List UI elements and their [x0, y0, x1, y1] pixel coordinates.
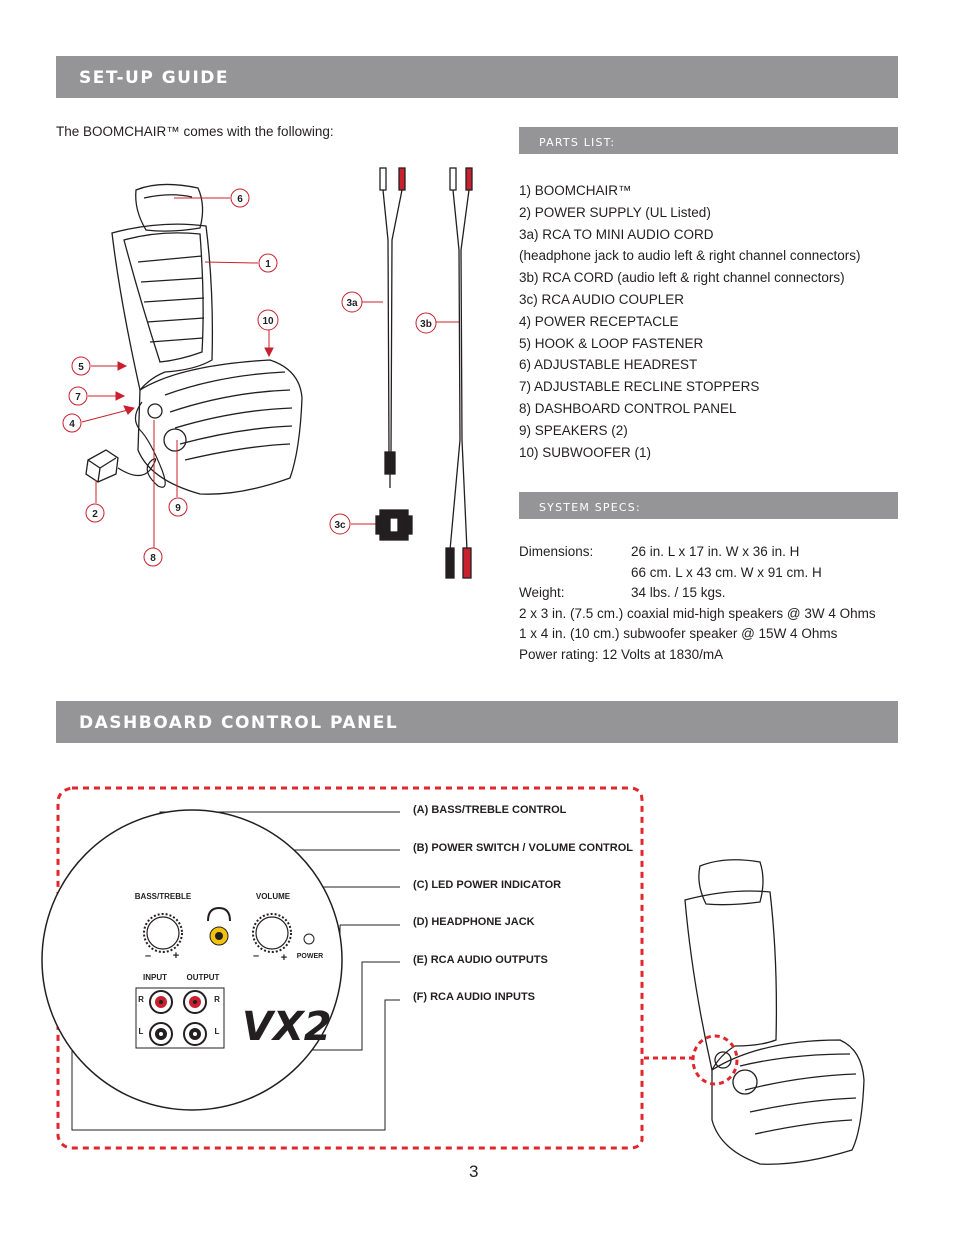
- label-headphone-jack: (D) HEADPHONE JACK: [413, 916, 535, 928]
- output-label: OUTPUT: [187, 973, 220, 982]
- callout-3b: 3b: [420, 319, 432, 330]
- parts-list-item: 4) POWER RECEPTACLE: [519, 313, 679, 329]
- system-specs-heading: SYSTEM SPECS:: [519, 492, 898, 519]
- panel-highlight-frame: [56, 786, 644, 1150]
- label-led-power-indicator: (C) LED POWER INDICATOR: [413, 879, 561, 891]
- parts-list-item: 8) DASHBOARD CONTROL PANEL: [519, 400, 737, 416]
- volume-plus: +: [281, 952, 287, 964]
- page-number: 3: [469, 1162, 479, 1181]
- output-r-label: R: [214, 995, 220, 1004]
- parts-list-item: 7) ADJUSTABLE RECLINE STOPPERS: [519, 379, 760, 395]
- rca-input-l-jack[interactable]: [149, 1022, 173, 1046]
- weight-value: 34 lbs. / 15 kgs.: [631, 585, 726, 600]
- parts-list-item: 5) HOOK & LOOP FASTENER: [519, 335, 704, 351]
- dashboard-location-highlight: [691, 1034, 739, 1086]
- setup-guide-banner: SET-UP GUIDE: [56, 56, 898, 98]
- callout-3c: 3c: [334, 520, 346, 531]
- weight-label: Weight:: [519, 585, 565, 600]
- label-rca-audio-outputs: (E) RCA AUDIO OUTPUTS: [413, 954, 548, 966]
- parts-list-item: 3b) RCA CORD (audio left & right channel…: [519, 270, 845, 286]
- intro-text: The BOOMCHAIR™ comes with the following:: [56, 124, 334, 139]
- parts-list-item: 9) SPEAKERS (2): [519, 422, 628, 438]
- bass-treble-label: BASS/TREBLE: [135, 892, 192, 901]
- dimensions-cm: 66 cm. L x 43 cm. W x 91 cm. H: [631, 564, 822, 580]
- callout-3a: 3a: [346, 298, 358, 309]
- callout-5: 5: [78, 362, 84, 373]
- callout-6: 6: [237, 194, 243, 205]
- speaker-spec: 2 x 3 in. (7.5 cm.) coaxial mid-high spe…: [519, 605, 876, 621]
- power-label: POWER: [297, 953, 323, 960]
- rca-jack-group: [135, 987, 225, 1049]
- output-l-label: L: [215, 1027, 220, 1036]
- label-power-volume-control: (B) POWER SWITCH / VOLUME CONTROL: [413, 842, 633, 854]
- chair-thumbnail: [684, 859, 865, 1165]
- dashboard-banner: DASHBOARD CONTROL PANEL: [56, 701, 898, 743]
- callout-4: 4: [69, 419, 75, 430]
- bass-treble-knob[interactable]: [143, 913, 183, 953]
- parts-list: 1) BOOMCHAIR™ 2) POWER SUPPLY (UL Listed…: [519, 180, 860, 463]
- rca-cords-illustration: [375, 167, 473, 579]
- callout-10: 10: [262, 316, 274, 327]
- parts-list-item: 1) BOOMCHAIR™: [519, 183, 632, 198]
- parts-list-item: 10) SUBWOOFER (1): [519, 444, 652, 460]
- headphone-jack[interactable]: [207, 906, 231, 946]
- rca-input-r-jack[interactable]: [149, 990, 173, 1014]
- volume-label: VOLUME: [256, 892, 291, 901]
- bass-plus: +: [173, 950, 179, 962]
- dimensions-label: Dimensions:: [519, 544, 594, 559]
- parts-list-heading: PARTS LIST:: [519, 127, 898, 154]
- subwoofer-spec: 1 x 4 in. (10 cm.) subwoofer speaker @ 1…: [519, 626, 838, 641]
- svg-text:VX2: VX2: [242, 1004, 332, 1050]
- label-rca-audio-inputs: (F) RCA AUDIO INPUTS: [413, 991, 535, 1003]
- volume-minus: –: [253, 950, 259, 962]
- dimensions-inches: 26 in. L x 17 in. W x 36 in. H: [631, 544, 800, 559]
- bass-minus: –: [145, 950, 151, 962]
- input-label: INPUT: [143, 973, 167, 982]
- callout-8: 8: [150, 553, 156, 564]
- vx2-logo: VX2: [242, 1004, 332, 1050]
- parts-list-item: 6) ADJUSTABLE HEADREST: [519, 357, 698, 373]
- parts-list-item: (headphone jack to audio left & right ch…: [519, 248, 861, 264]
- input-l-label: L: [139, 1027, 144, 1036]
- callout-circles: [62, 188, 437, 567]
- rca-output-l-jack[interactable]: [183, 1022, 207, 1046]
- callout-leaders: [81, 197, 460, 548]
- boomchair-illustration: [85, 183, 303, 495]
- rca-output-r-jack[interactable]: [183, 990, 207, 1014]
- callout-2: 2: [92, 509, 98, 520]
- power-spec: Power rating: 12 Volts at 1830/mA: [519, 646, 724, 662]
- callout-9: 9: [175, 503, 181, 514]
- led-power-indicator: [303, 933, 315, 945]
- parts-list-item: 2) POWER SUPPLY (UL Listed): [519, 204, 711, 220]
- control-panel-face: [41, 809, 343, 1111]
- system-specs: Dimensions: 26 in. L x 17 in. W x 36 in. …: [519, 542, 876, 665]
- callout-7: 7: [75, 392, 81, 403]
- volume-knob[interactable]: [252, 913, 292, 953]
- callout-1: 1: [265, 259, 271, 270]
- parts-list-item: 3c) RCA AUDIO COUPLER: [519, 291, 685, 307]
- input-r-label: R: [138, 995, 144, 1004]
- parts-list-item: 3a) RCA TO MINI AUDIO CORD: [519, 226, 714, 242]
- label-bass-treble-control: (A) BASS/TREBLE CONTROL: [413, 804, 567, 816]
